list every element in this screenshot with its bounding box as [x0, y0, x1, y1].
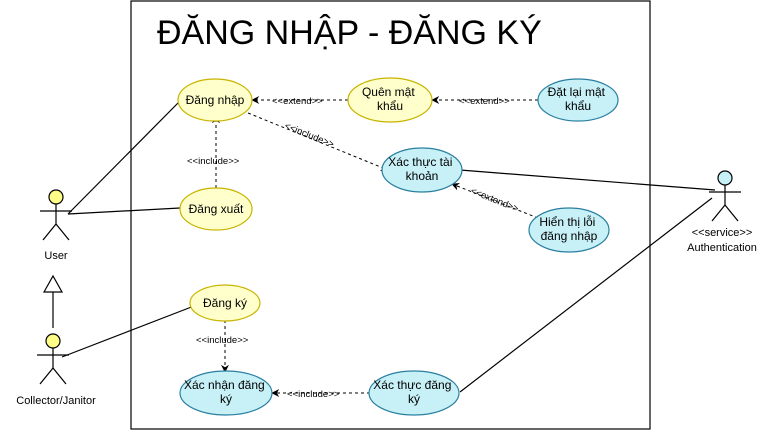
include-dang-nhap-to-xac-thuc	[247, 112, 389, 171]
assoc-service-xac-thuc-dk	[459, 197, 713, 393]
label-include-dang-ky: <<include>>	[196, 335, 249, 346]
use-case-dang-xuat: Đăng xuất	[179, 187, 253, 231]
svg-text:Đặt lại mật khẩu: Đặt lại mật khẩu	[548, 85, 609, 113]
actor-collector-janitor: Collector/Janitor	[16, 333, 96, 407]
assoc-user-dang-nhap	[67, 102, 179, 215]
use-case-dang-ky: Đăng ký	[189, 284, 261, 322]
assoc-collector-dang-ky	[61, 305, 195, 358]
svg-text:Đăng ký: Đăng ký	[203, 296, 247, 310]
label-include-dang-xuat: <<include>>	[187, 156, 240, 167]
svg-text:Đăng xuất: Đăng xuất	[189, 202, 244, 216]
assoc-user-dang-xuat	[67, 207, 181, 215]
actor-user-label: User	[44, 250, 68, 262]
svg-text:Xác thực tài khoản: Xác thực tài khoản	[388, 155, 455, 183]
use-case-xac-thuc-dang-ky: Xác thực đăng ký	[368, 370, 460, 416]
actor-service-label: Authentication	[687, 242, 757, 254]
label-include-xac-thuc-dk: <<include>>	[287, 389, 340, 400]
label-extend-quen: <<extend>>	[272, 96, 323, 107]
svg-text:Quên mật khẩu: Quên mật khẩu	[362, 85, 418, 113]
generalization-arrowhead	[42, 274, 64, 293]
actor-service-stereotype: <<service>>	[692, 227, 753, 239]
actor-collector-label: Collector/Janitor	[16, 395, 96, 407]
svg-text:Đăng nhập: Đăng nhập	[186, 93, 245, 107]
label-extend-dat-lai: <<extend>>	[459, 96, 510, 107]
use-case-xac-nhan-dang-ky: Xác nhận đăng ký	[179, 370, 273, 416]
use-case-quen-mat-khau: Quên mật khẩu	[347, 77, 433, 123]
use-case-dang-nhap: Đăng nhập	[177, 78, 253, 122]
diagram-title: ĐĂNG NHẬP - ĐĂNG KÝ	[157, 14, 542, 52]
use-case-xac-thuc-tai-khoan: Xác thực tài khoản	[381, 147, 463, 193]
svg-text:Hiển thị lỗi đăng nhập: Hiển thị lỗi đăng nhập	[539, 214, 598, 243]
assoc-service-xac-thuc	[459, 169, 716, 191]
use-case-dat-lai-mat-khau: Đặt lại mật khẩu	[537, 78, 619, 122]
use-case-hien-thi-loi: Hiển thị lỗi đăng nhập	[528, 207, 610, 253]
svg-text:Xác nhận đăng ký: Xác nhận đăng ký	[184, 378, 268, 406]
actor-authentication-service: <<service>> Authentication	[687, 170, 757, 254]
svg-text:Xác thực đăng ký: Xác thực đăng ký	[373, 378, 454, 406]
actor-user: User	[40, 189, 72, 262]
